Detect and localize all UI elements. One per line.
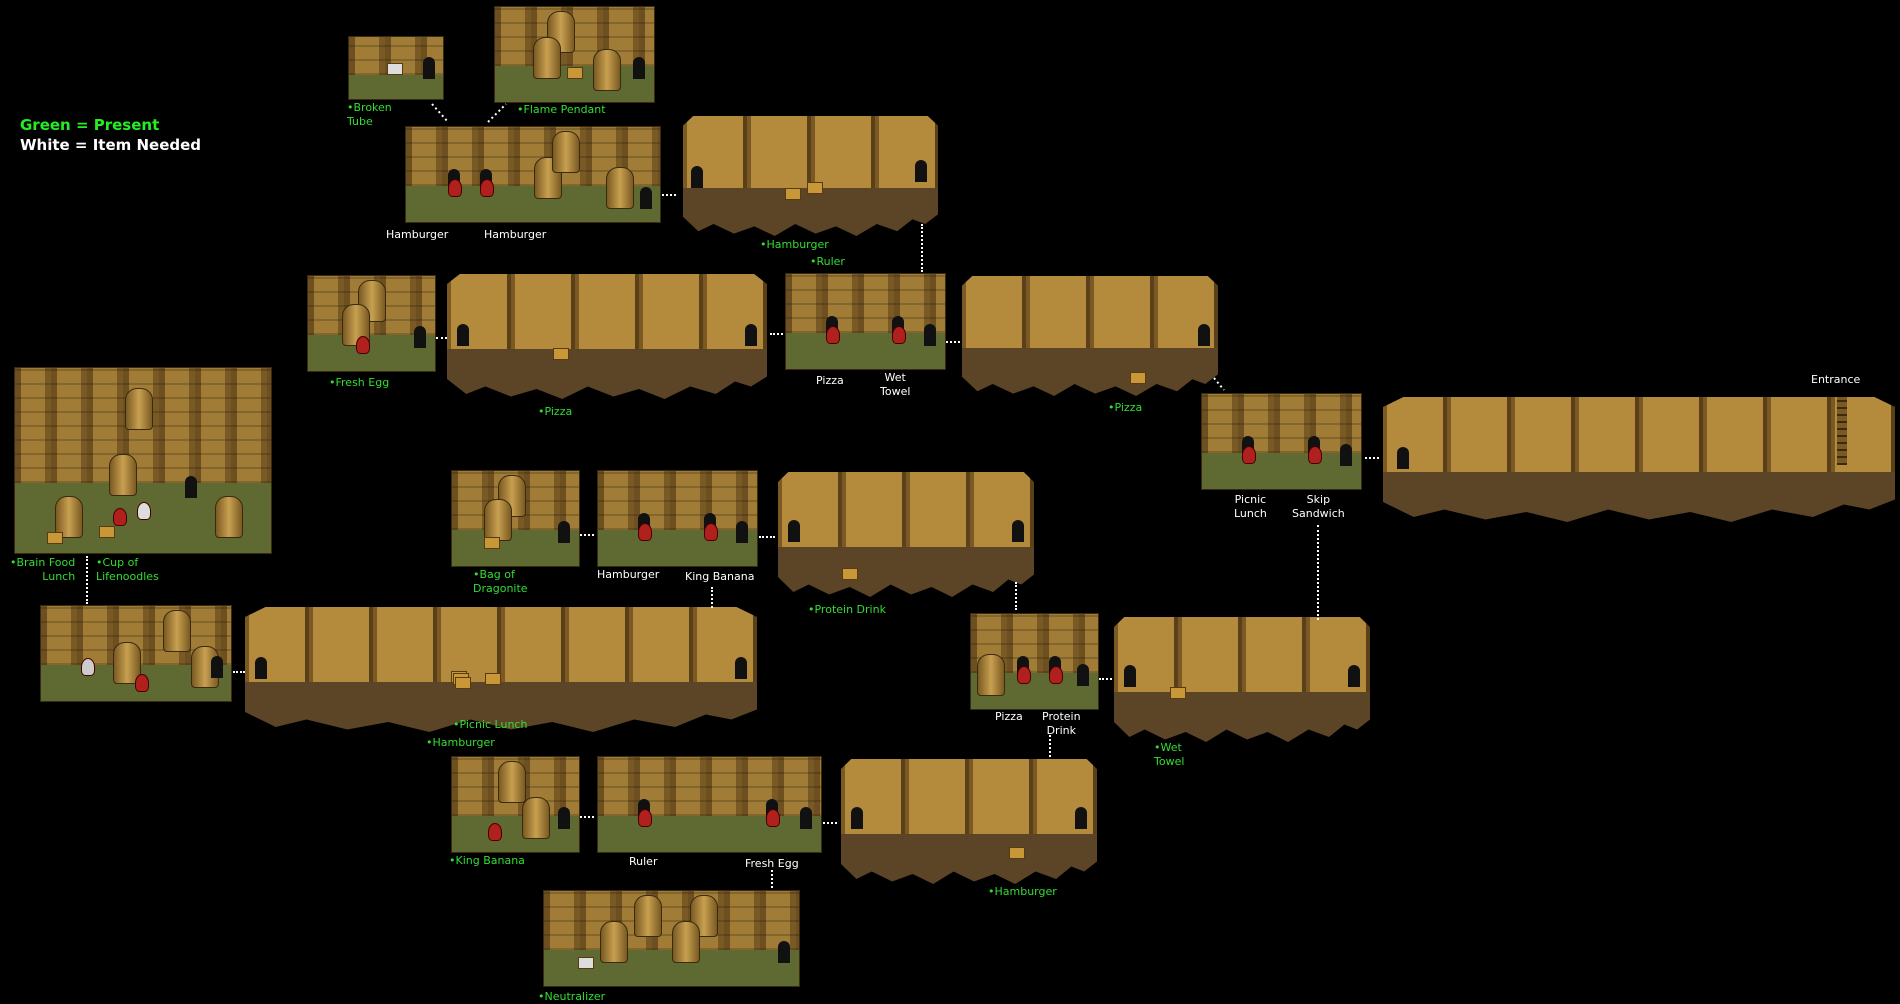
connector <box>1099 678 1112 680</box>
label-picnic-lunch: •Picnic Lunch <box>453 718 528 731</box>
connector <box>662 194 676 196</box>
room-pizza-protein <box>970 613 1099 710</box>
label-skip-sandwich: Skip Sandwich <box>1292 493 1345 520</box>
connector <box>711 587 713 608</box>
legend: Green = Present White = Item Needed <box>20 115 201 155</box>
label-king-banana-needed: King Banana <box>685 570 755 583</box>
label-wet-towel-needed: Wet Towel <box>880 371 911 398</box>
connector <box>1015 582 1017 610</box>
cave-protein-drink <box>778 472 1034 597</box>
connector <box>946 341 960 343</box>
cave-hamburger-low <box>841 759 1097 884</box>
label-protein-drink-needed: Protein Drink <box>1042 710 1081 737</box>
connector <box>1049 735 1051 757</box>
legend-present: Green = Present <box>20 116 160 134</box>
label-ruler-needed: Ruler <box>629 855 658 868</box>
label-hamburger-b: Hamburger <box>484 228 547 241</box>
connector <box>759 536 775 538</box>
label-hamburger-a: Hamburger <box>386 228 449 241</box>
label-fresh-egg: •Fresh Egg <box>329 376 390 389</box>
label-pizza-a: Pizza <box>816 374 844 387</box>
room-brain-food <box>14 367 272 554</box>
label-hamburger-mid: •Hamburger <box>426 736 495 749</box>
label-flame-pendant: •Flame Pendant <box>517 103 606 116</box>
label-ruler: •Ruler <box>810 255 845 268</box>
legend-needed: White = Item Needed <box>20 136 202 154</box>
label-bag-dragonite: •Bag of Dragonite <box>473 568 528 595</box>
connector <box>921 224 923 272</box>
connector <box>580 534 594 536</box>
label-cup-lifenoodles: •Cup of Lifenoodles <box>96 556 159 583</box>
room-fresh-egg <box>307 275 436 372</box>
cave-pizza-1 <box>447 274 767 399</box>
room-ruler <box>785 273 946 370</box>
cave-picnic-lunch <box>245 607 757 732</box>
label-hamburger-low: •Hamburger <box>988 885 1057 898</box>
connector <box>1317 525 1319 620</box>
label-entrance: Entrance <box>1811 373 1861 386</box>
room-broken-tube <box>348 36 444 100</box>
connector <box>770 333 783 335</box>
label-brain-food: •Brain Food Lunch <box>10 556 76 583</box>
cave-wet-towel <box>1114 617 1370 742</box>
cave-entrance <box>1383 397 1895 522</box>
label-pizza-2: •Pizza <box>1108 401 1143 414</box>
cave-pizza-2 <box>962 276 1218 396</box>
room-neutralizer <box>543 890 800 987</box>
room-start <box>40 605 232 702</box>
label-hamburger-top: •Hamburger <box>760 238 829 251</box>
label-king-banana: •King Banana <box>449 854 525 867</box>
connector <box>771 870 773 888</box>
label-picnic-lunch-needed: Picnic Lunch <box>1234 493 1267 520</box>
label-hamburger-c: Hamburger <box>597 568 660 581</box>
connector <box>436 337 447 339</box>
connector <box>580 816 594 818</box>
label-neutralizer: •Neutralizer <box>538 990 606 1003</box>
label-fresh-egg-needed: Fresh Egg <box>745 857 799 870</box>
connector <box>233 671 245 673</box>
room-twin-hamburger <box>405 126 661 223</box>
room-king-banana-needed <box>597 470 758 567</box>
connector <box>86 556 88 604</box>
label-wet-towel: •Wet Towel <box>1154 741 1185 768</box>
cave-hamburger-top <box>683 116 938 236</box>
label-pizza-1: •Pizza <box>538 405 573 418</box>
connector <box>1365 457 1379 459</box>
room-bag-dragonite <box>451 470 580 567</box>
connector <box>823 822 837 824</box>
room-flame-pendant <box>494 6 655 103</box>
label-pizza-b: Pizza <box>995 710 1023 723</box>
label-broken-tube: •Broken Tube <box>347 101 392 128</box>
room-ruler-fresh-egg <box>597 756 822 853</box>
label-protein-drink: •Protein Drink <box>808 603 886 616</box>
room-picnic-skip <box>1201 393 1362 490</box>
room-king-banana <box>451 756 580 853</box>
